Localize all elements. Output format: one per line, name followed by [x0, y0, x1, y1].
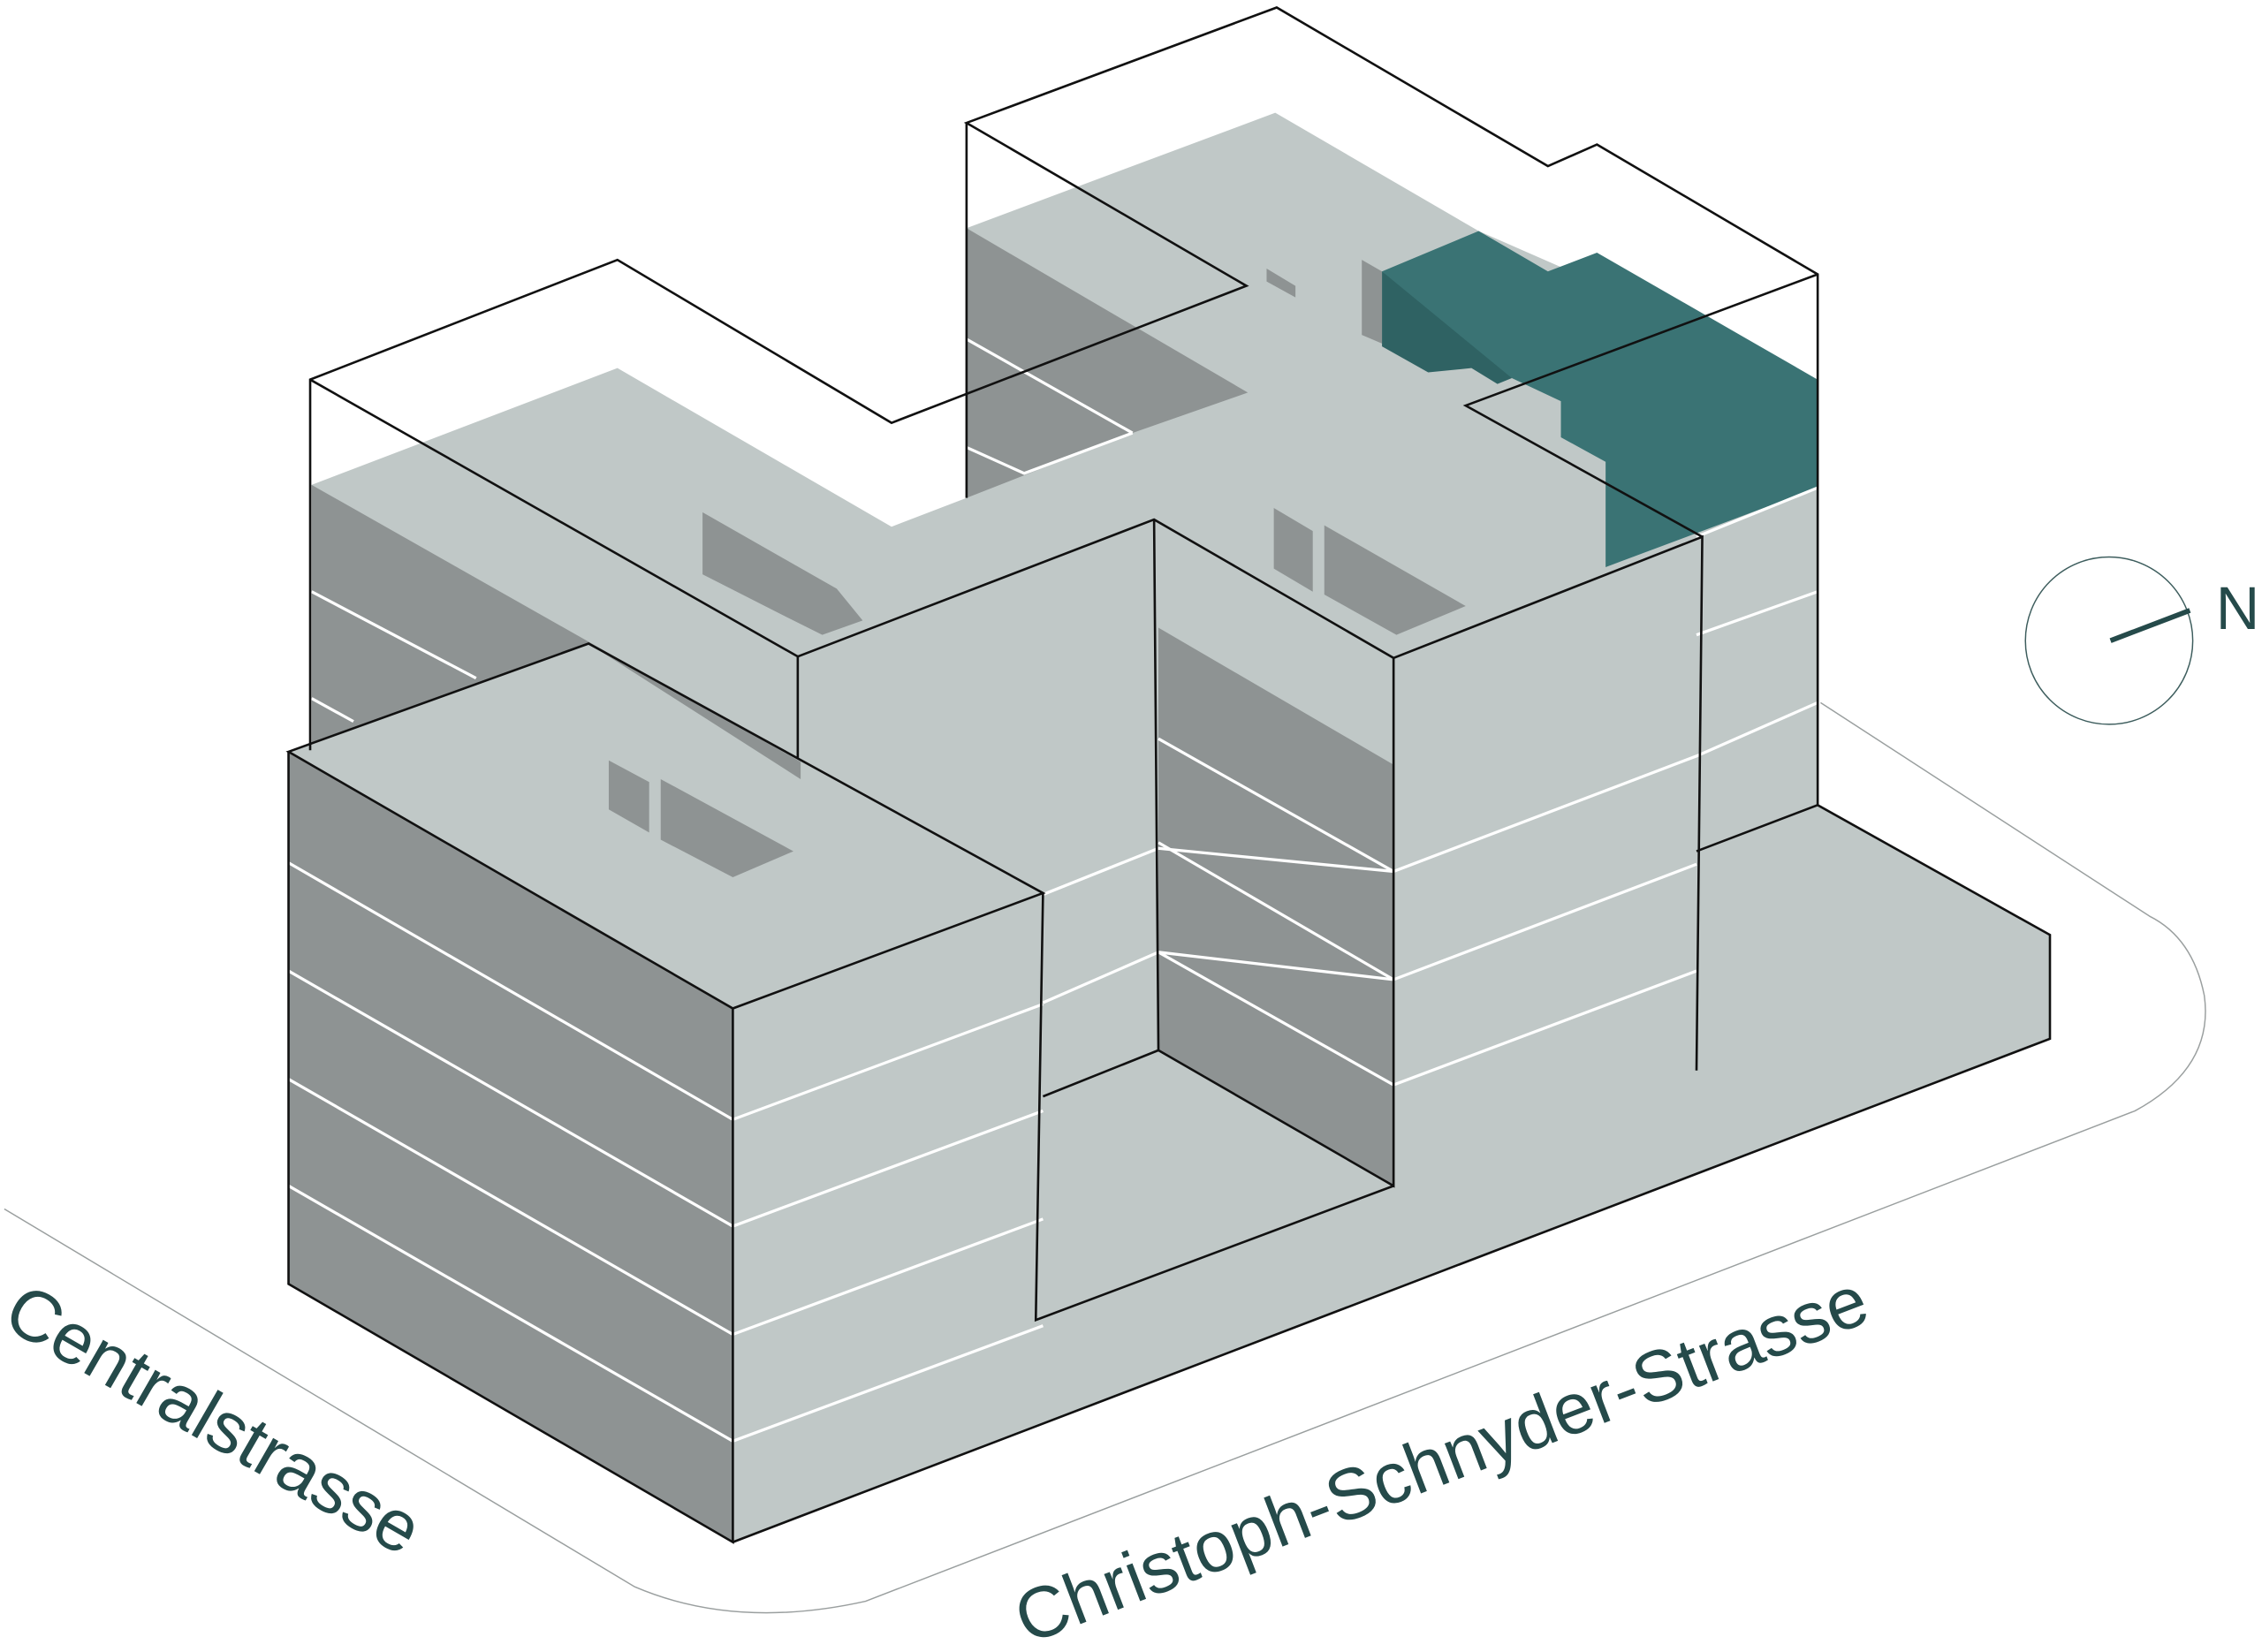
roof-fixtures: [608, 260, 1466, 877]
west-wing-facade: [311, 484, 801, 779]
street-outline: [4, 701, 2206, 1614]
highlighted-unit: [1382, 231, 1818, 567]
compass-label: N: [2216, 574, 2260, 642]
building-outlines: [285, 6, 2052, 1544]
middle-tower-facade: [1158, 627, 1394, 1186]
highlighted-unit-shadow: [1382, 271, 1513, 384]
front-block-facade: [288, 751, 733, 1542]
north-wing-facade: [966, 228, 1249, 498]
north-arrow-icon: [2024, 556, 2194, 725]
